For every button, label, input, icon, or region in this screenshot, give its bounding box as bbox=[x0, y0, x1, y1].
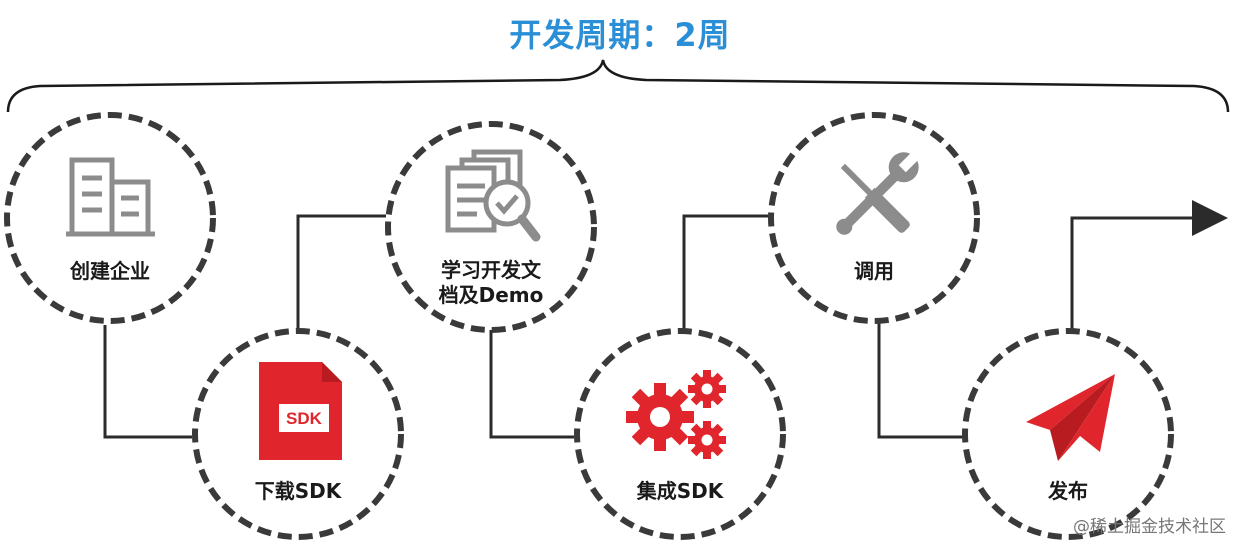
page-title: 开发周期：2周 bbox=[509, 16, 731, 54]
step-label-download-sdk: 下载SDK bbox=[254, 479, 342, 503]
step-circles bbox=[4, 112, 1174, 540]
building-icon bbox=[66, 157, 155, 237]
sdk-file-icon: SDK bbox=[259, 362, 342, 460]
timeline-brace bbox=[6, 59, 1230, 113]
paper-plane-icon bbox=[1026, 374, 1115, 461]
gears-icon bbox=[626, 370, 726, 459]
watermark: @稀土掘金技术社区 bbox=[1073, 517, 1226, 537]
step-label-integrate-sdk: 集成SDK bbox=[636, 479, 724, 503]
tools-icon bbox=[836, 149, 922, 235]
connector-1-2 bbox=[103, 325, 192, 439]
step-label-publish: 发布 bbox=[1048, 479, 1088, 503]
connector-exit-arrow bbox=[1070, 200, 1228, 338]
document-search-icon bbox=[445, 149, 541, 242]
connector-3-4 bbox=[489, 322, 574, 439]
connector-lines bbox=[103, 200, 1228, 439]
step-label-learn-docs: 学习开发文 档及Demo bbox=[438, 258, 544, 307]
connector-5-6 bbox=[877, 323, 965, 439]
connector-4-5 bbox=[682, 214, 768, 338]
step-label-invoke: 调用 bbox=[854, 259, 894, 283]
circle-invoke bbox=[768, 112, 980, 324]
sdk-icon-text: SDK bbox=[286, 409, 323, 428]
step-label-create-enterprise: 创建企业 bbox=[70, 259, 150, 283]
connector-2-3 bbox=[296, 214, 386, 340]
